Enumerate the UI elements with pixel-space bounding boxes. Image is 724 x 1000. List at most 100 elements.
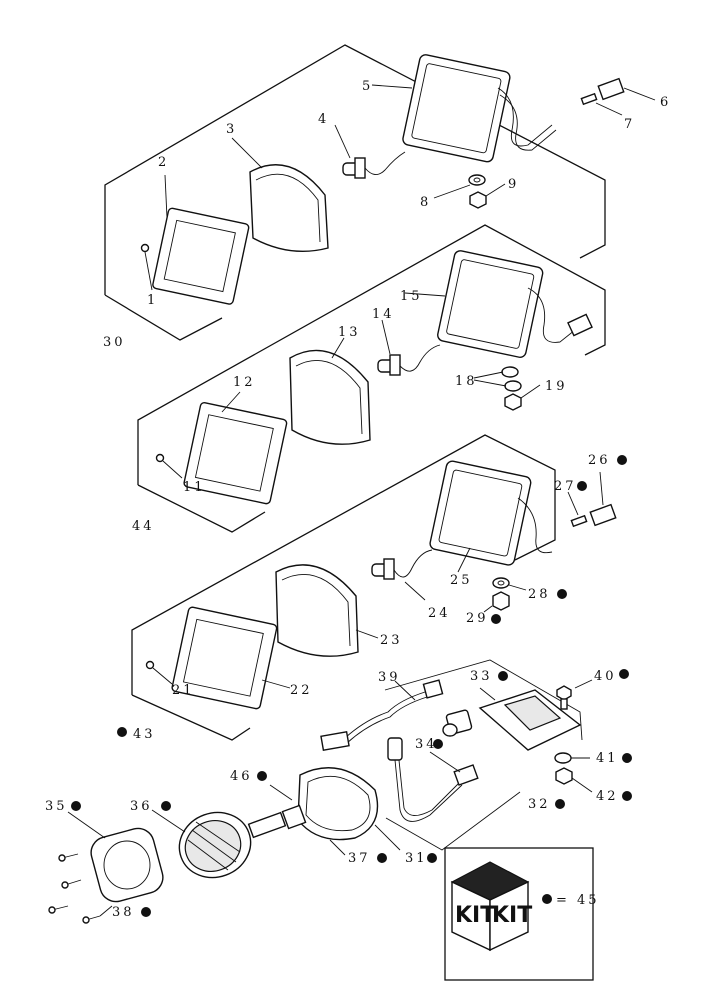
washer-part-8 (468, 174, 486, 186)
kit-marker-35 (71, 801, 81, 811)
callout-6: 6 (660, 95, 671, 110)
kit-marker-42 (622, 791, 632, 801)
lamp-unit-part-36 (178, 811, 287, 879)
bezel-part-22 (171, 606, 278, 710)
callout-30: 30 (103, 335, 126, 350)
callout-5: 5 (362, 79, 373, 94)
kit-word-left: KIT (455, 903, 495, 928)
kit-marker-28 (557, 589, 567, 599)
callout-25: 25 (450, 573, 473, 588)
kit-marker-29 (491, 614, 501, 624)
callout-27: 27 (554, 479, 577, 494)
lens-part-23 (275, 564, 359, 657)
washer-part-18a (501, 366, 519, 378)
lamp-housing-part-15 (437, 250, 544, 358)
kit-marker-37 (377, 853, 387, 863)
callout-9: 9 (508, 177, 519, 192)
kit-marker-43 (117, 727, 127, 737)
kit-marker-33 (498, 671, 508, 681)
bulb-part-4 (342, 151, 406, 179)
kit-legend-bullet (542, 894, 552, 904)
lens-part-13 (289, 349, 371, 445)
kit-legend-equals: = 45 (556, 893, 600, 908)
callout-29: 29 (466, 611, 489, 626)
callout-34: 34 (415, 737, 438, 752)
bolt-part-40 (556, 685, 572, 710)
nut-part-29 (492, 591, 510, 611)
callout-40: 40 (594, 669, 617, 684)
callout-18: 18 (455, 374, 478, 389)
callout-4: 4 (318, 112, 329, 127)
assembly-30 (104, 44, 656, 341)
screw-part-1 (140, 243, 150, 253)
callout-38: 38 (112, 905, 135, 920)
kit-marker-46 (257, 771, 267, 781)
callout-41: 41 (596, 751, 619, 766)
kit-marker-31 (427, 853, 437, 863)
callout-22: 22 (290, 683, 313, 698)
terminal-part-7 (580, 92, 598, 106)
callout-23: 23 (380, 633, 403, 648)
callout-26: 26 (588, 453, 611, 468)
callout-8: 8 (420, 195, 431, 210)
callout-28: 28 (528, 587, 551, 602)
screws-part-38 (48, 853, 101, 924)
lens-part-3 (249, 164, 329, 253)
nut-part-9 (469, 191, 487, 209)
terminal-part-27 (570, 514, 588, 528)
callout-39: 39 (378, 670, 401, 685)
callout-12: 12 (233, 375, 256, 390)
kit-marker-32 (555, 799, 565, 809)
callout-33: 33 (470, 669, 493, 684)
kit-marker-40 (619, 669, 629, 679)
washer-part-18b (504, 380, 522, 392)
bezel-part-2 (152, 207, 250, 305)
callout-3: 3 (226, 122, 237, 137)
washer-part-28 (492, 577, 510, 589)
callout-19: 19 (545, 379, 568, 394)
ballast-part-33 (442, 689, 582, 751)
lamp-housing-part-25 (429, 460, 532, 566)
callout-32: 32 (528, 797, 551, 812)
callout-36: 36 (130, 799, 153, 814)
bezel-part-12 (183, 401, 288, 505)
callout-21: 21 (172, 683, 195, 698)
bezel-part-35 (90, 827, 164, 903)
assembly-32 (48, 659, 593, 924)
callout-43: 43 (133, 727, 156, 742)
callout-24: 24 (428, 606, 451, 621)
lamp-housing-part-5 (402, 54, 511, 163)
assembly-43 (131, 434, 617, 741)
kit-box-right (489, 880, 529, 952)
washer-part-41 (554, 752, 572, 764)
screw-part-11 (155, 453, 165, 463)
work-lamp-part-31 (281, 767, 379, 841)
connector-part-15b (567, 313, 593, 337)
callout-44: 44 (132, 519, 155, 534)
kit-marker-36 (161, 801, 171, 811)
callout-31: 31 (405, 851, 428, 866)
assembly-44 (137, 224, 606, 533)
callout-46: 46 (230, 769, 253, 784)
kit-legend: KIT KIT = 45 (444, 847, 600, 981)
connector-part-26 (589, 503, 617, 527)
callout-35: 35 (45, 799, 68, 814)
callout-11: 11 (183, 480, 206, 495)
callout-2: 2 (158, 155, 169, 170)
nut-part-42 (555, 767, 573, 785)
callout-1: 1 (147, 293, 158, 308)
nut-part-19 (504, 393, 522, 411)
callout-13: 13 (338, 325, 361, 340)
screw-part-21 (145, 660, 155, 670)
callout-15: 15 (400, 289, 423, 304)
kit-marker-27 (577, 481, 587, 491)
kit-marker-38 (141, 907, 151, 917)
bulb-part-24 (371, 549, 433, 580)
harness-part-34 (387, 737, 479, 822)
callout-7: 7 (624, 117, 635, 132)
connector-part-6 (597, 77, 625, 101)
kit-marker-41 (622, 753, 632, 763)
harness-part-39 (320, 679, 444, 751)
